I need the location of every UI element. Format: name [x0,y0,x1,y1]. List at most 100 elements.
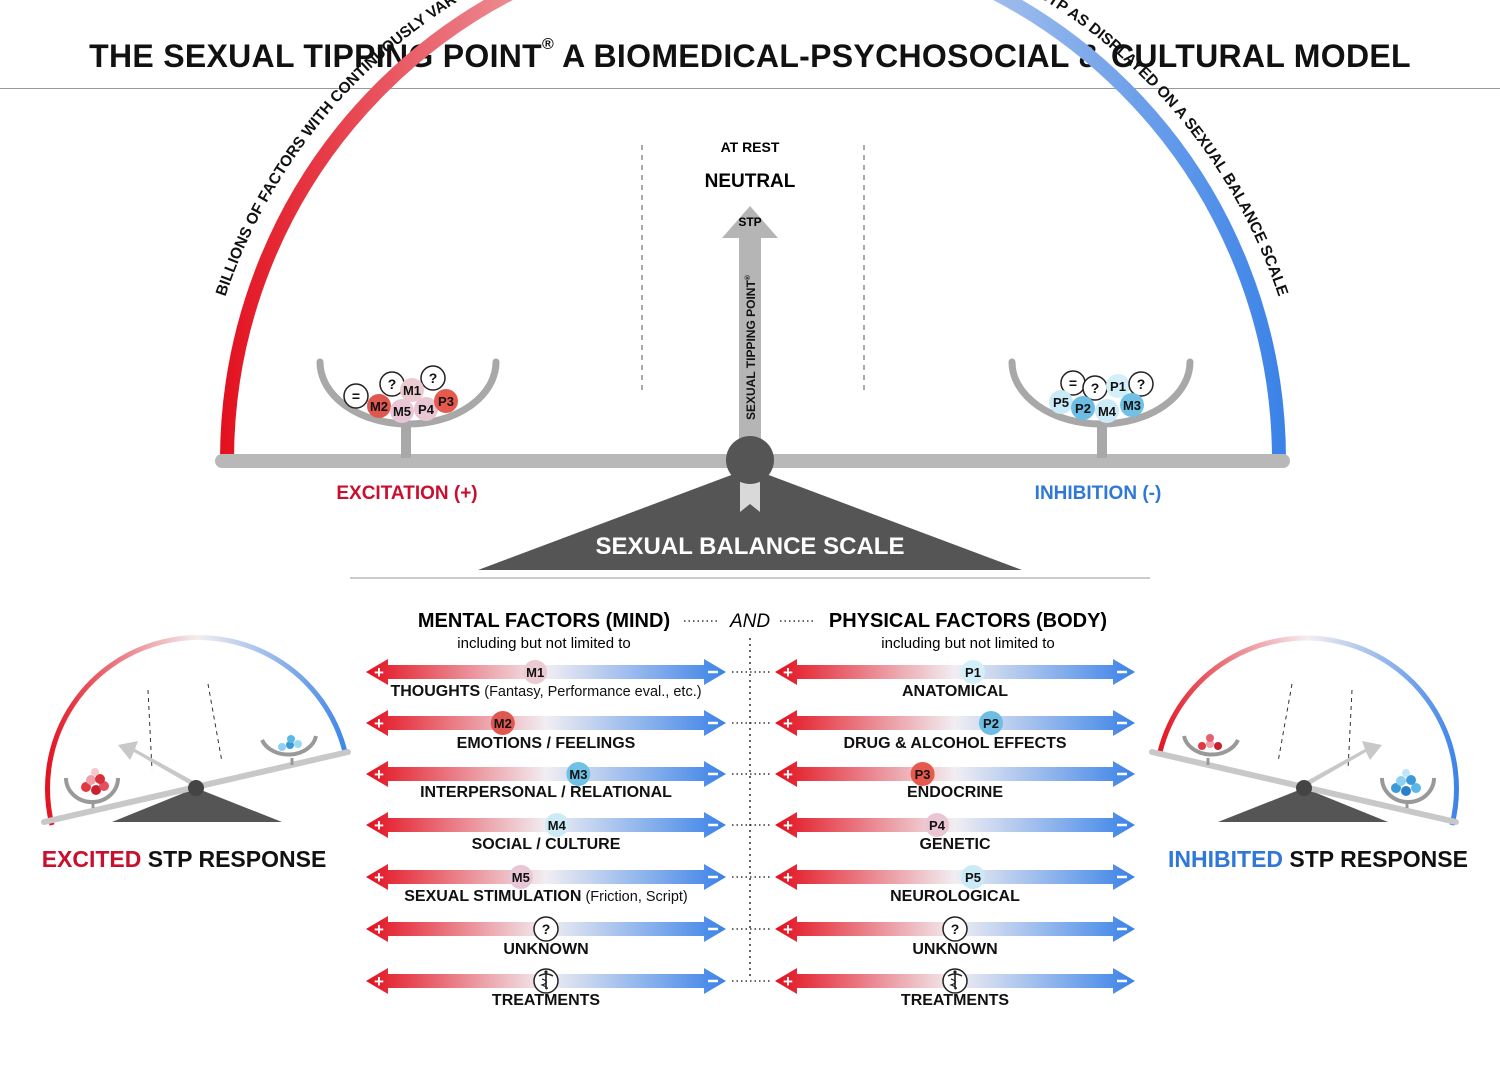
svg-text:P3: P3 [915,767,931,782]
svg-text:+: + [374,868,384,887]
svg-text:+: + [783,714,793,733]
factor-marker-p3: P3 [434,389,458,413]
excited-response-label: EXCITED STP RESPONSE [42,846,327,872]
factor-marker-unknown: ? [1128,371,1154,397]
factor-marker-p1: P1 [1106,374,1130,398]
unknown-icon: ? [942,916,968,942]
svg-text:M4: M4 [1098,404,1117,419]
svg-text:=: = [352,388,360,404]
gradient-arrow: + [366,761,726,787]
excitation-label: EXCITATION (+) [336,483,477,504]
svg-text:P3: P3 [438,394,454,409]
factor-marker-p4: P4 [925,813,949,837]
gradient-arrow: + [775,761,1135,787]
svg-text:+: + [783,920,793,939]
right-bowl [1008,358,1194,428]
inhibited-response-label: INHIBITED STP RESPONSE [1168,846,1468,872]
physical-factor-label: ENDOCRINE [907,784,1003,801]
physical-factor-row: +? UNKNOWN [775,916,1135,958]
excited-mini-scale [41,635,351,826]
svg-text:M5: M5 [393,404,411,419]
mental-factor-label: UNKNOWN [503,941,588,958]
mental-factor-label: EMOTIONS / FEELINGS [457,735,636,752]
svg-text:P1: P1 [1110,379,1126,394]
unknown-icon: ? [533,916,559,942]
svg-text:?: ? [951,921,960,937]
factor-marker-p3: P3 [910,762,935,786]
factor-marker-m5: M5 [390,399,414,423]
svg-text:P2: P2 [983,716,999,731]
page-title: THE SEXUAL TIPPING POINT® A BIOMEDICAL-P… [89,36,1411,74]
svg-text:?: ? [542,921,551,937]
mental-factors-title: MENTAL FACTORS (MIND) [418,610,670,632]
factor-marker-m1: M1 [523,660,548,684]
factor-marker-p5: P5 [961,865,985,889]
factor-marker-unknown: ? [420,365,446,391]
stp-arrow-tip-label: STP [738,215,761,229]
factor-marker-m2: M2 [490,711,515,735]
and-label: AND [729,611,770,632]
stp-arc [220,0,1286,461]
physical-factor-label: TREATMENTS [901,992,1009,1009]
factor-marker-p4: P4 [414,397,438,421]
svg-text:+: + [374,972,384,991]
mental-factor-row: +TREATMENTS [366,968,726,1009]
scale-ribbon [740,476,760,512]
factor-marker-m4: M4 [1095,399,1119,423]
mental-factors-subtitle: including but not limited to [457,635,630,652]
gradient-arrow: + [775,659,1135,685]
physical-factor-label: DRUG & ALCOHOL EFFECTS [843,735,1066,752]
gradient-arrow: + [775,710,1135,736]
svg-text:+: + [374,920,384,939]
svg-text:+: + [783,816,793,835]
svg-text:?: ? [1091,380,1100,396]
svg-text:=: = [1069,375,1077,391]
scale-base [478,468,1022,570]
factor-marker-equal: = [343,383,369,409]
svg-text:+: + [374,765,384,784]
mental-factor-label: SOCIAL / CULTURE [472,836,621,853]
stp-pointer-label: SEXUAL TIPPING POINT® [744,274,758,420]
svg-text:P5: P5 [1053,395,1069,410]
scale-pivot [726,436,774,484]
factor-marker-m4: M4 [544,813,569,837]
physical-factor-label: ANATOMICAL [902,683,1008,700]
svg-text:+: + [783,868,793,887]
svg-text:P5: P5 [965,870,981,885]
svg-text:P1: P1 [965,665,981,680]
left-bowl [316,358,500,428]
caduceus-icon [942,968,968,994]
inhibition-label: INHIBITION (-) [1035,483,1162,504]
svg-text:+: + [374,714,384,733]
svg-text:+: + [374,663,384,682]
svg-text:M3: M3 [1123,398,1141,413]
svg-text:M3: M3 [569,767,587,782]
svg-text:M1: M1 [526,665,544,680]
factor-marker-unknown: ? [1082,375,1108,401]
gradient-arrow: + [366,710,726,736]
svg-text:M5: M5 [512,870,530,885]
svg-text:M2: M2 [370,399,388,414]
mental-factor-label: INTERPERSONAL / RELATIONAL [420,784,672,801]
svg-text:+: + [374,816,384,835]
svg-text:+: + [783,765,793,784]
factor-marker-p5: P5 [1049,390,1073,414]
physical-factor-label: GENETIC [919,836,991,853]
svg-text:?: ? [388,376,397,392]
svg-text:M1: M1 [403,383,421,398]
physical-factor-label: UNKNOWN [912,941,997,958]
mental-factor-label: SEXUAL STIMULATION (Friction, Script) [404,888,688,905]
gradient-arrow: + [775,812,1135,838]
svg-text:?: ? [1137,376,1146,392]
title-divider [0,88,1500,89]
inhibited-mini-scale [1149,635,1459,826]
